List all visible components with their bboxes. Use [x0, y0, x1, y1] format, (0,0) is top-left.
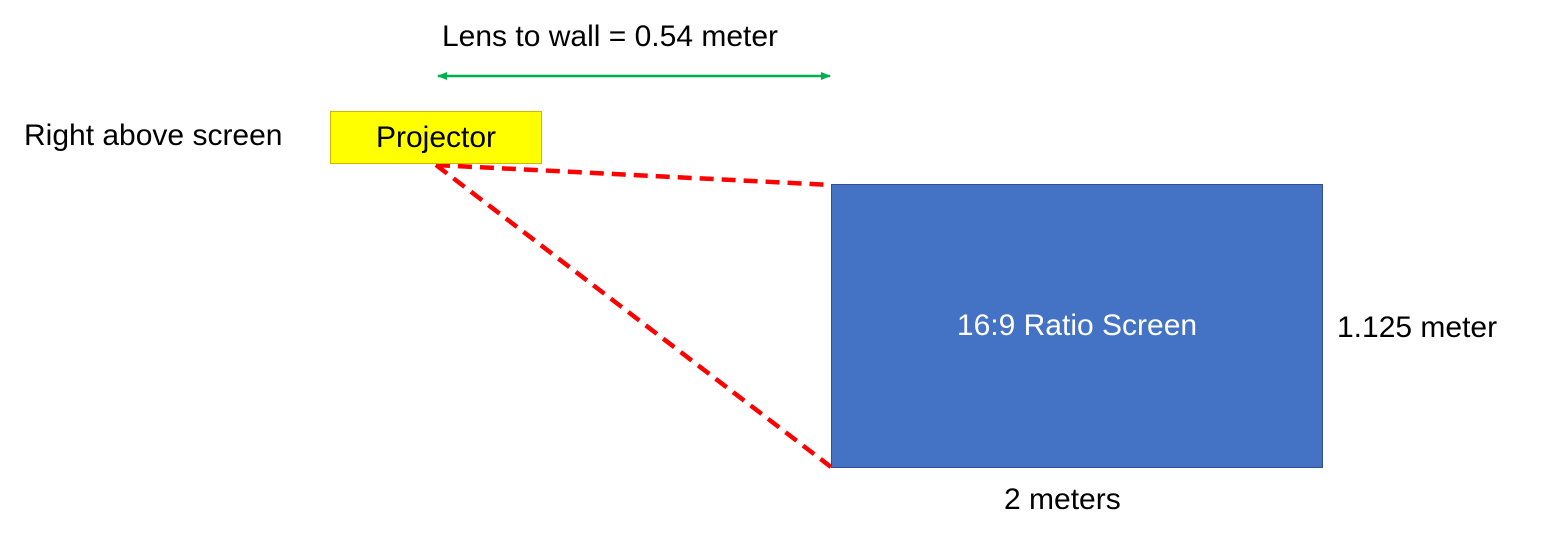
screen-width-label: 2 meters [1004, 483, 1121, 516]
projector-box: Projector [330, 111, 542, 164]
distance-label: Lens to wall = 0.54 meter [442, 20, 779, 53]
placement-label: Right above screen [24, 119, 283, 152]
projection-beam-top-line [435, 162, 832, 188]
projector-label: Projector [375, 120, 497, 154]
screen-label: 16:9 Ratio Screen [956, 309, 1198, 342]
screen-box: 16:9 Ratio Screen [831, 184, 1323, 468]
projection-beam-bottom-line [434, 163, 833, 469]
screen-height-label: 1.125 meter [1337, 311, 1498, 344]
